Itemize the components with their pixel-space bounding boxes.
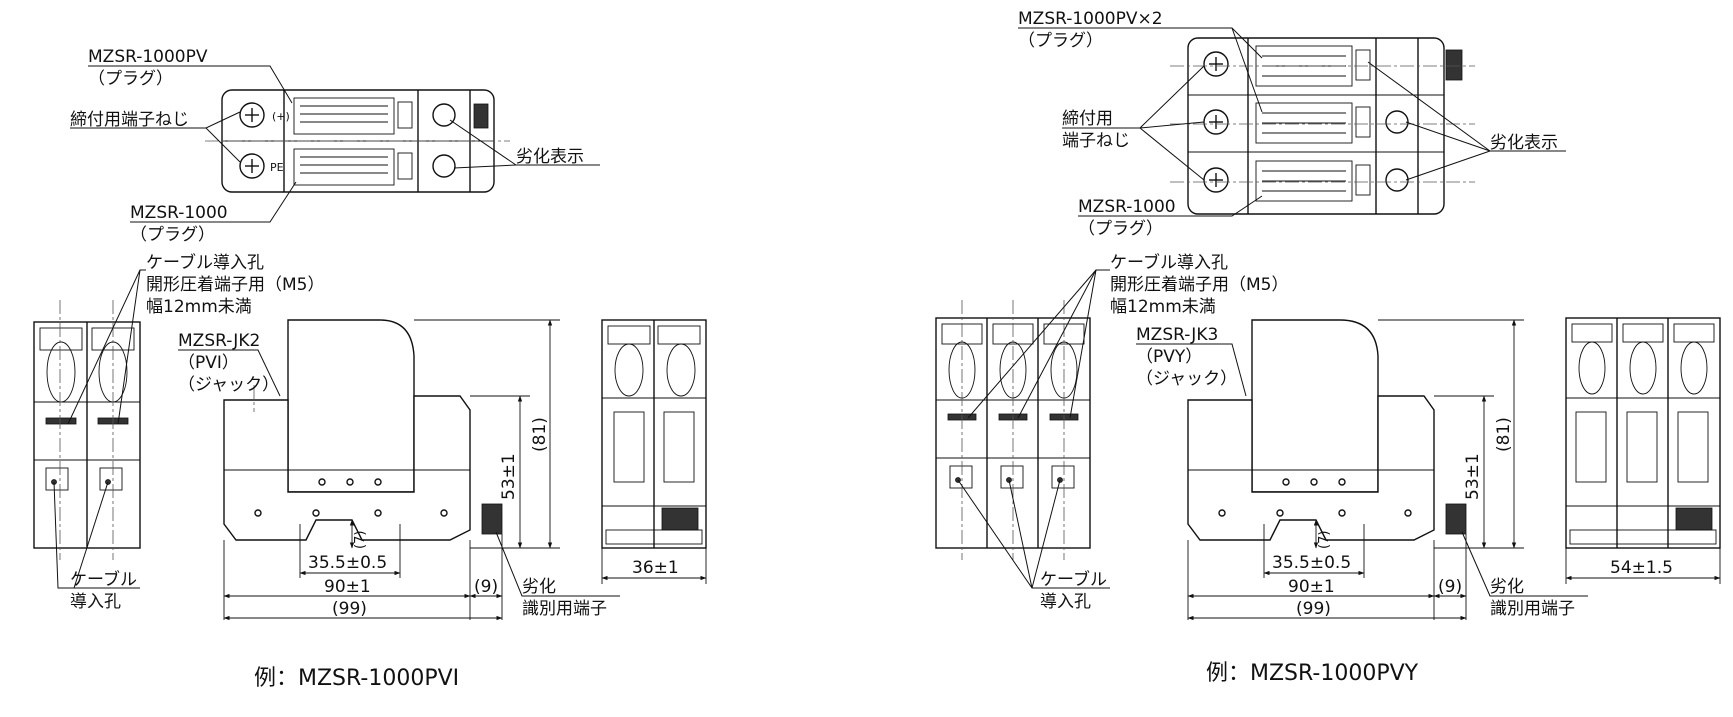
left-label-term-1: 劣化 [522, 577, 556, 597]
right-top-plug-2 [1203, 102, 1409, 144]
left-label-term-2: 識別用端子 [522, 599, 607, 619]
right-dim-35: 35.5±0.5 [1272, 553, 1351, 573]
right-dim-81: (81) [1494, 417, 1514, 452]
left-label-plug-1000-sub: （プラグ） [130, 225, 215, 245]
left-top-plug-pv: (+) [239, 97, 456, 135]
right-note-cable-bottom-1: ケーブル [1040, 569, 1107, 590]
right-label-screw-1: 締付用 [1062, 109, 1113, 129]
right-note-cable-bottom-2: 導入孔 [1040, 592, 1091, 612]
left-dim-53: 53±1 [499, 453, 519, 500]
right-dim-7: (7) [1317, 531, 1332, 549]
left-label-plug-1000: MZSR-1000 [130, 203, 228, 223]
right-dim-90: 90±1 [1288, 577, 1335, 597]
left-label-degrade: 劣化表示 [516, 147, 584, 167]
right-note-cable-3: 幅12mm未満 [1110, 297, 1216, 317]
svg-text:(+): (+) [272, 110, 290, 123]
right-label-screw-2: 端子ねじ [1062, 131, 1130, 151]
right-variant: MZSR-1000PV×2 （プラグ） 締付用 端子ねじ 劣化表示 MZSR-1… [935, 9, 1721, 686]
right-side-view: MZSR-JK3 （PVY） （ジャック） 53±1 (81) (7) 35.5… [1136, 319, 1588, 621]
right-front-view: ケーブル導入孔 開形圧着端子用（M5） 幅12mm未満 ケーブル 導入孔 [935, 252, 1288, 612]
right-dim-99: (99) [1296, 599, 1331, 619]
right-label-term-2: 識別用端子 [1490, 599, 1575, 619]
left-label-jack-1: MZSR-JK2 [178, 331, 260, 351]
right-top-plug-3 [1203, 160, 1409, 202]
right-label-plug-pv-sub: （プラグ） [1018, 31, 1103, 51]
right-label-jack-2: （PVY） [1136, 347, 1202, 367]
left-note-cable-1: ケーブル導入孔 [146, 252, 264, 273]
right-note-cable-2: 開形圧着端子用（M5） [1110, 275, 1288, 295]
left-top-view: (+) PE MZSR-1000PV （プラグ） 締付用端子ねじ 劣化 [70, 47, 600, 245]
svg-text:PE: PE [270, 161, 284, 174]
right-label-jack-3: （ジャック） [1136, 369, 1237, 389]
right-label-jack-1: MZSR-JK3 [1136, 325, 1218, 345]
right-label-term-1: 劣化 [1490, 577, 1524, 597]
left-note-cable-bottom-1: ケーブル [70, 569, 137, 590]
left-dim-35: 35.5±0.5 [308, 553, 387, 573]
right-note-cable-1: ケーブル導入孔 [1110, 252, 1228, 273]
left-dim-7: (7) [353, 531, 368, 549]
left-note-cable-bottom-2: 導入孔 [70, 592, 121, 612]
right-label-plug-1000: MZSR-1000 [1078, 197, 1176, 217]
left-label-jack-2: （PVI） [178, 353, 239, 373]
left-caption: 例：MZSR-1000PVI [254, 666, 459, 691]
left-front-view: ケーブル導入孔 開形圧着端子用（M5） 幅12mm未満 ケーブル 導入孔 [33, 252, 324, 612]
left-dim-81: (81) [530, 417, 550, 452]
right-top-view: MZSR-1000PV×2 （プラグ） 締付用 端子ねじ 劣化表示 MZSR-1… [1018, 9, 1566, 239]
left-end-view: 36±1 [601, 319, 707, 584]
right-dim-53: 53±1 [1463, 453, 1483, 500]
right-dim-width: 54±1.5 [1610, 558, 1673, 578]
left-label-jack-3: （ジャック） [178, 375, 279, 395]
left-label-plug-pv-sub: （プラグ） [88, 69, 173, 89]
left-side-view: MZSR-JK2 （PVI） （ジャック） 53±1 (81) (7) 35 [178, 319, 620, 621]
right-label-degrade: 劣化表示 [1490, 133, 1558, 153]
right-caption: 例：MZSR-1000PVY [1206, 661, 1419, 686]
left-label-plug-pv: MZSR-1000PV [88, 47, 208, 67]
right-end-view: 54±1.5 [1565, 317, 1721, 584]
left-note-cable-2: 開形圧着端子用（M5） [146, 275, 324, 295]
left-top-plug-1000: PE [239, 148, 456, 186]
left-dim-width: 36±1 [632, 558, 679, 578]
left-variant: (+) PE MZSR-1000PV （プラグ） 締付用端子ねじ 劣化 [33, 47, 707, 691]
right-label-plug-pv: MZSR-1000PV×2 [1018, 9, 1163, 29]
right-dim-9: (9) [1438, 577, 1462, 597]
left-note-cable-3: 幅12mm未満 [146, 297, 252, 317]
left-label-screw: 締付用端子ねじ [70, 110, 189, 130]
left-dim-90: 90±1 [324, 577, 371, 597]
right-label-plug-1000-sub: （プラグ） [1078, 219, 1163, 239]
left-dim-9: (9) [474, 577, 498, 597]
left-dim-99: (99) [332, 599, 367, 619]
